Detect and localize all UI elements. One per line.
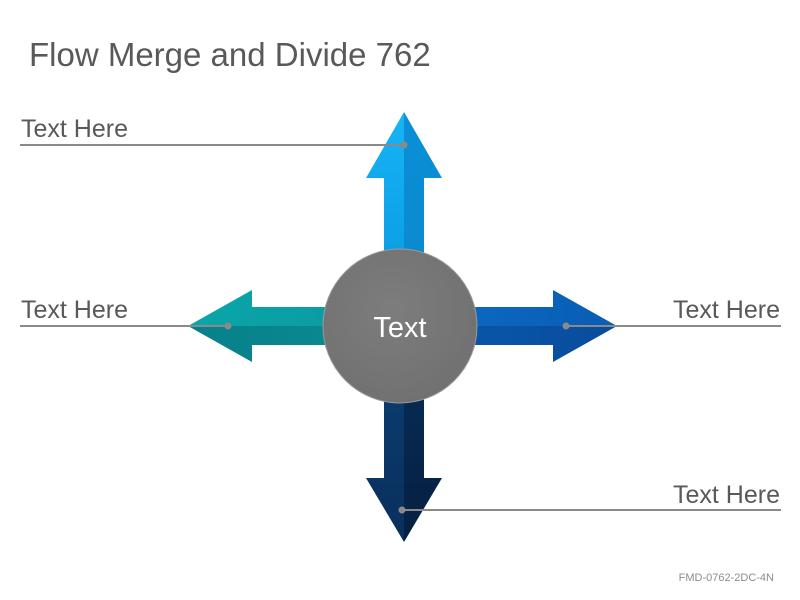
arrow-up-left-face xyxy=(366,112,404,255)
arrow-down-left-face xyxy=(366,395,404,542)
label-middle-right: Text Here xyxy=(673,296,780,324)
arrow-down xyxy=(366,395,442,542)
arrow-left xyxy=(188,290,335,362)
leader-dot-top-left xyxy=(400,141,408,149)
slide-title: Flow Merge and Divide 762 xyxy=(29,36,431,73)
arrow-up xyxy=(366,112,442,255)
arrow-right-top-face xyxy=(470,290,617,326)
label-middle-left: Text Here xyxy=(21,296,128,324)
center-node: Text xyxy=(322,248,478,404)
footer-code: FMD-0762-2DC-4N xyxy=(678,572,774,584)
arrow-left-bottom-face xyxy=(188,326,335,362)
leader-lines xyxy=(20,141,781,514)
leader-dot-bottom-right xyxy=(398,506,406,514)
leader-dot-middle-left xyxy=(224,322,232,330)
arrow-down-right-face xyxy=(404,395,442,542)
arrow-right xyxy=(470,290,617,362)
leader-dot-middle-right xyxy=(562,322,570,330)
arrow-right-bottom-face xyxy=(470,326,617,362)
arrow-left-top-face xyxy=(188,290,335,326)
label-top-left: Text Here xyxy=(21,115,128,143)
arrow-up-right-face xyxy=(404,112,442,255)
center-circle xyxy=(322,248,478,404)
label-bottom-right: Text Here xyxy=(673,481,780,509)
center-text: Text xyxy=(373,312,426,344)
